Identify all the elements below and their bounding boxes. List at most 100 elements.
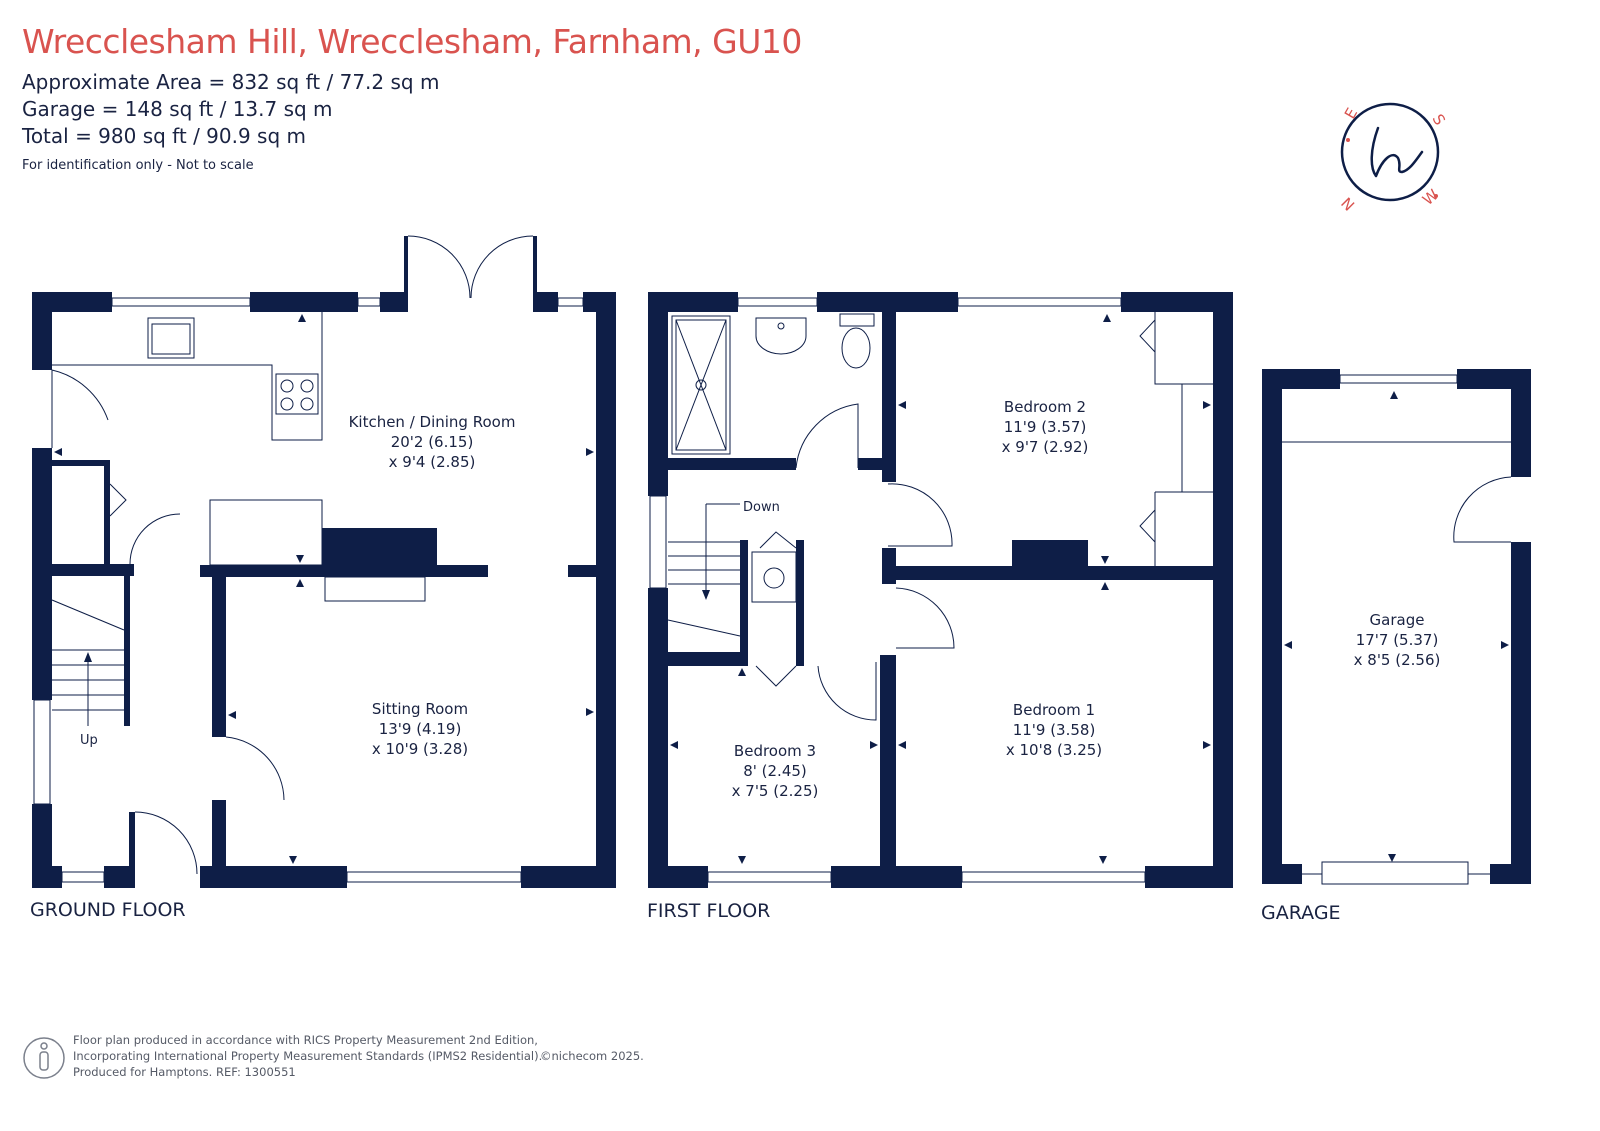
hob-ring <box>280 397 294 411</box>
kitchen-dim1: 20'2 (6.15) <box>391 433 474 451</box>
bedroom3-dim2: x 7'5 (2.25) <box>732 782 819 800</box>
wall <box>129 812 135 888</box>
window <box>961 871 1146 883</box>
total-area: Total = 980 sq ft / 90.9 sq m <box>22 124 307 148</box>
measure-arrow-icon <box>738 856 746 864</box>
wall <box>200 866 347 888</box>
cupboard-door <box>759 531 797 549</box>
approximate-area: Approximate Area = 832 sq ft / 77.2 sq m <box>22 70 440 94</box>
wall <box>858 458 888 470</box>
wall <box>796 540 804 666</box>
cupboard-door <box>755 665 797 687</box>
sitting-room-name: Sitting Room <box>372 700 468 718</box>
wall <box>404 236 408 312</box>
sitting-room-dim2: x 10'9 (3.28) <box>372 740 468 758</box>
rics-body-icon <box>39 1051 49 1071</box>
wall <box>668 458 796 470</box>
french-door-swing <box>407 235 471 299</box>
window <box>346 871 522 883</box>
wall <box>124 576 130 726</box>
ground-room-labels: Kitchen / Dining Room 20'2 (6.15) x 9'4 … <box>80 413 515 758</box>
cupboard-door <box>109 483 127 517</box>
staircase-down <box>667 503 741 637</box>
measure-arrow-icon <box>870 741 878 749</box>
shower-line <box>675 319 727 451</box>
rics-circle-icon <box>23 1037 65 1079</box>
first-floor-fixtures <box>649 297 1213 883</box>
wall <box>32 866 62 888</box>
staircase-up <box>51 599 125 726</box>
bedroom2-dim1: 11'9 (3.57) <box>1004 418 1087 436</box>
chimney-breast <box>322 528 437 568</box>
garage-arrows <box>1284 391 1509 862</box>
wall <box>882 312 896 482</box>
wall <box>32 292 52 370</box>
hob-ring <box>300 379 314 393</box>
wall <box>568 565 598 577</box>
compass-logo: E S N W <box>1337 102 1449 215</box>
garage-room-labels: Garage 17'7 (5.37) x 8'5 (2.56) <box>1354 611 1441 669</box>
door-swing <box>225 736 285 801</box>
measure-arrow-icon <box>1099 856 1107 864</box>
wall <box>648 866 708 888</box>
wall <box>32 448 52 700</box>
garage-name: Garage <box>1370 611 1425 629</box>
shower-drain-icon <box>695 379 707 391</box>
door-swing <box>51 369 109 421</box>
window <box>557 297 584 307</box>
stairs-up-label: Up <box>80 733 98 748</box>
wall <box>212 577 226 737</box>
wall <box>1511 369 1531 477</box>
wall <box>250 292 358 312</box>
wall <box>1213 292 1233 888</box>
bedroom1-dim1: 11'9 (3.58) <box>1013 721 1096 739</box>
window <box>111 297 251 307</box>
first-floor-label: FIRST FLOOR <box>647 900 770 922</box>
compass-n-label: N <box>1337 194 1358 215</box>
measure-arrow-icon <box>228 711 236 719</box>
french-door-swing <box>470 235 534 299</box>
door-swing <box>895 587 955 649</box>
window <box>33 699 51 805</box>
wall <box>104 460 110 564</box>
wall <box>596 292 616 888</box>
wall <box>817 292 958 312</box>
measure-arrow-icon <box>1103 314 1111 322</box>
door-swing <box>1453 476 1512 543</box>
logo-h-icon <box>1370 126 1424 178</box>
bedroom3-dim1: 8' (2.45) <box>743 762 807 780</box>
measure-arrow-icon <box>1388 854 1396 862</box>
wall <box>668 652 744 666</box>
bedroom3-name: Bedroom 3 <box>734 742 816 760</box>
bedroom2-name: Bedroom 2 <box>1004 398 1086 416</box>
wall <box>1511 542 1531 884</box>
kitchen-worktop <box>52 312 323 441</box>
hob-ring <box>280 379 294 393</box>
ground-arrows <box>54 314 594 864</box>
ground-floor-plan <box>32 236 616 888</box>
wall <box>648 292 738 312</box>
door-swing <box>795 403 859 469</box>
hot-water-cylinder <box>763 567 785 589</box>
sitting-room-dim1: 13'9 (4.19) <box>379 720 462 738</box>
rics-logo <box>23 1037 65 1079</box>
compass-dot <box>1434 194 1438 198</box>
measure-arrow-icon <box>898 741 906 749</box>
wardrobe <box>1154 312 1213 385</box>
measure-arrow-icon <box>586 448 594 456</box>
wall <box>831 866 962 888</box>
wall <box>740 540 748 666</box>
measure-arrow-icon <box>1501 641 1509 649</box>
wardrobe-door <box>1139 509 1156 543</box>
garage-dim2: x 8'5 (2.56) <box>1354 651 1441 669</box>
window <box>649 495 667 589</box>
measure-arrow-icon <box>289 856 297 864</box>
chimney-breast <box>1012 540 1088 568</box>
window <box>737 297 818 307</box>
window <box>357 297 381 307</box>
footer-line-1: Floor plan produced in accordance with R… <box>73 1033 538 1047</box>
compass-w-label: W <box>1419 186 1442 209</box>
wall <box>380 292 405 312</box>
measure-arrow-icon <box>296 579 304 587</box>
